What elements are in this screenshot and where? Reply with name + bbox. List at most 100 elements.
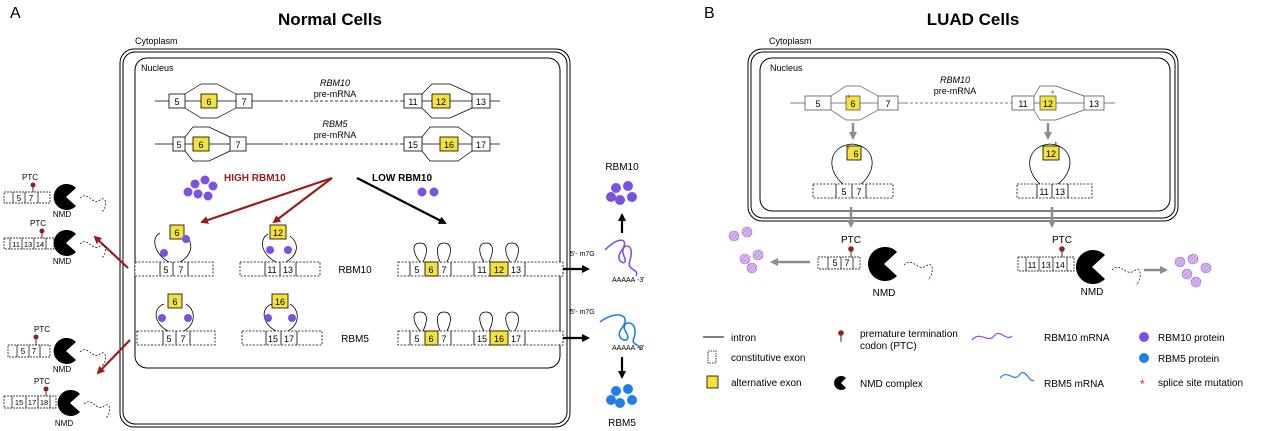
rbm10-mrna: 5'- m7G AAAAA -3' xyxy=(570,239,644,284)
pre-mrna-label: pre-mRNA xyxy=(314,130,357,140)
svg-text:18: 18 xyxy=(40,398,48,407)
svg-text:5: 5 xyxy=(163,265,168,275)
low-rbm10-label: LOW RBM10 xyxy=(372,173,432,184)
arrow-to-nmd-rbm10 xyxy=(93,235,129,269)
arrow-low xyxy=(356,177,447,224)
protein-rbm10-label: RBM10 xyxy=(605,162,639,173)
svg-text:11: 11 xyxy=(1039,187,1048,197)
svg-text:7: 7 xyxy=(241,97,246,107)
rbm10-skip-transcript-1: 5 7 6 xyxy=(134,224,214,277)
rbm10-pre-mrna: 5 6 7 11 12 13 RBM10 pre-mRNA xyxy=(155,78,500,119)
rbm5-pre-mrna: 5 6 7 15 16 17 RBM5 pre-mRNA xyxy=(155,119,500,162)
svg-text:17: 17 xyxy=(511,334,521,344)
svg-text:NMD: NMD xyxy=(55,419,73,428)
svg-text:6: 6 xyxy=(853,149,858,159)
svg-text:12: 12 xyxy=(436,97,446,107)
svg-text:NMD: NMD xyxy=(1081,287,1104,298)
nucleus-membrane xyxy=(134,57,561,369)
svg-text:6: 6 xyxy=(428,334,433,344)
svg-text:11: 11 xyxy=(408,97,417,107)
svg-text:17: 17 xyxy=(476,140,486,150)
rbm10-gene-label-b: RBM10 xyxy=(940,75,970,85)
svg-text:5: 5 xyxy=(832,258,837,268)
rbm10-protein-cluster-high xyxy=(183,175,218,201)
svg-text:5: 5 xyxy=(841,187,846,197)
svg-text:6: 6 xyxy=(172,297,177,307)
svg-text:15: 15 xyxy=(408,140,418,150)
svg-text:7: 7 xyxy=(844,258,849,268)
svg-text:11: 11 xyxy=(12,240,20,249)
svg-text:13: 13 xyxy=(476,97,486,107)
svg-text:6: 6 xyxy=(174,228,179,238)
row-rbm5-label: RBM5 xyxy=(341,334,369,345)
svg-text:7: 7 xyxy=(441,265,446,275)
rbm5-protein-cluster xyxy=(606,384,637,408)
panel-a-title: Normal Cells xyxy=(278,10,382,29)
rbm10-inclusion-transcript: 5 6 7 11 12 13 xyxy=(397,242,564,277)
svg-text:16: 16 xyxy=(444,140,454,150)
svg-text:NMD: NMD xyxy=(53,257,71,266)
svg-text:15: 15 xyxy=(268,334,278,344)
pre-mrna-label-b: pre-mRNA xyxy=(934,86,977,96)
legend-rbm10-protein: RBM10 protein xyxy=(1158,333,1225,344)
nmd-group-3: PTC 5 7 NMD xyxy=(7,325,106,374)
svg-text:11: 11 xyxy=(1028,260,1037,270)
lariat-transcript-1: 6 * 5 7 xyxy=(812,143,894,199)
svg-text:6: 6 xyxy=(850,99,855,109)
rbm5-skip-transcript-1: 5 7 6 xyxy=(136,293,216,346)
cytoplasm-label: Cytoplasm xyxy=(135,36,178,46)
cell-membrane-outer xyxy=(119,48,571,428)
svg-text:11: 11 xyxy=(1018,99,1027,109)
svg-text:PTC: PTC xyxy=(22,173,38,182)
legend-intron: intron xyxy=(731,333,756,344)
svg-text:*: * xyxy=(1054,140,1058,150)
mutation-star: * xyxy=(1051,89,1055,99)
svg-text:5: 5 xyxy=(21,347,26,356)
rbm10-protein-cluster xyxy=(606,181,637,205)
panel-b: B LUAD Cells Cytoplasm Nucleus 5 6 * 7 1… xyxy=(704,5,1212,299)
svg-text:14: 14 xyxy=(1055,260,1065,270)
legend-alternative-exon: alternative exon xyxy=(731,378,802,389)
rbm5-mrna-legend-icon xyxy=(999,372,1035,382)
svg-text:5: 5 xyxy=(176,140,181,150)
svg-text:NMD: NMD xyxy=(873,288,896,299)
high-rbm10-label: HIGH RBM10 xyxy=(224,173,286,184)
degraded-protein-left xyxy=(728,226,764,274)
svg-text:PTC: PTC xyxy=(841,235,861,246)
rbm5-gene-label: RBM5 xyxy=(322,119,348,129)
panel-b-letter: B xyxy=(704,5,715,22)
cell-membrane-outer-b xyxy=(747,48,1179,222)
svg-text:5: 5 xyxy=(414,334,419,344)
row-rbm10-label: RBM10 xyxy=(338,265,372,276)
svg-text:7: 7 xyxy=(441,334,446,344)
svg-text:5: 5 xyxy=(815,99,820,109)
svg-text:12: 12 xyxy=(1046,149,1056,159)
rbm10-gene-label: RBM10 xyxy=(320,78,350,88)
svg-text:NMD: NMD xyxy=(53,210,71,219)
svg-text:PTC: PTC xyxy=(30,219,46,228)
nmd-complex-icon xyxy=(53,337,76,364)
panel-b-title: LUAD Cells xyxy=(927,10,1020,29)
nmd-complex-icon xyxy=(1075,249,1105,284)
protein-rbm5-label: RBM5 xyxy=(608,418,636,429)
svg-text:13: 13 xyxy=(24,240,32,249)
ptc-icon xyxy=(838,330,844,336)
svg-text:7: 7 xyxy=(856,187,861,197)
svg-text:5: 5 xyxy=(414,265,419,275)
nmd-group-b2: PTC 11 13 14 NMD xyxy=(1017,235,1141,298)
svg-text:11: 11 xyxy=(267,265,276,275)
svg-text:PTC: PTC xyxy=(34,377,50,386)
legend: intron constitutive exon alternative exo… xyxy=(703,329,1243,391)
svg-text:AAAAA -3': AAAAA -3' xyxy=(612,277,644,284)
svg-text:15: 15 xyxy=(15,398,23,407)
svg-text:13: 13 xyxy=(1089,99,1099,109)
svg-text:7: 7 xyxy=(178,265,183,275)
svg-text:7: 7 xyxy=(32,347,37,356)
svg-text:12: 12 xyxy=(494,265,504,275)
svg-text:6: 6 xyxy=(428,265,433,275)
panel-a: A Normal Cells Cytoplasm Nucleus 5 6 7 1… xyxy=(3,5,644,429)
cell-membrane-inner-b xyxy=(750,51,1176,219)
legend-rbm5-protein: RBM5 protein xyxy=(1158,354,1219,365)
arrow-high-to-rbm10 xyxy=(200,176,333,224)
rbm5-inclusion-transcript: 5 6 7 15 16 17 xyxy=(397,311,564,346)
